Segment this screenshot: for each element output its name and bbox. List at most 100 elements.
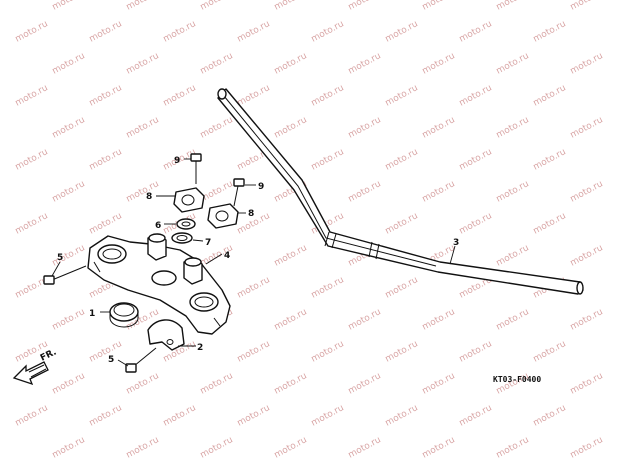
watermark-text: moto.ru: [384, 211, 420, 236]
watermark-text: moto.ru: [14, 403, 50, 428]
watermark-text: moto.ru: [199, 51, 235, 76]
watermark-text: moto.ru: [125, 371, 161, 396]
diagram-code: KT03-F0400: [493, 375, 541, 384]
watermark-text: moto.ru: [236, 339, 272, 364]
callout-9-upper: 9: [174, 156, 180, 166]
callout-2: 2: [197, 343, 203, 353]
watermark-text: moto.ru: [458, 19, 494, 44]
top-bridge[interactable]: [87, 233, 231, 335]
watermark-text: moto.ru: [51, 307, 87, 332]
watermark-text: moto.ru: [14, 83, 50, 108]
watermark-text: moto.ru: [495, 0, 531, 13]
callout-8-left: 8: [146, 192, 152, 202]
callout-3: 3: [453, 238, 459, 248]
watermark-text: moto.ru: [495, 243, 531, 268]
watermark-text: moto.ru: [384, 403, 420, 428]
watermark-text: moto.ru: [88, 339, 124, 364]
watermark-text: moto.ru: [199, 179, 235, 204]
watermark-text: moto.ru: [532, 339, 568, 364]
watermark-text: moto.ru: [569, 371, 605, 396]
callout-4: 4: [224, 251, 230, 261]
watermark-text: moto.ru: [458, 211, 494, 236]
watermark-text: moto.ru: [458, 403, 494, 428]
callout-7: 7: [205, 238, 211, 248]
watermark-text: moto.ru: [569, 115, 605, 140]
callout-6: 6: [155, 221, 161, 231]
washer-7[interactable]: [171, 232, 193, 244]
bolt-5-upper[interactable]: [43, 265, 87, 285]
watermark-text: moto.ru: [569, 435, 605, 460]
watermark-text: moto.ru: [310, 275, 346, 300]
watermark-text: moto.ru: [569, 179, 605, 204]
watermark-text: moto.ru: [347, 115, 383, 140]
watermark-text: moto.ru: [51, 115, 87, 140]
watermark-text: moto.ru: [236, 275, 272, 300]
watermark-text: moto.ru: [458, 339, 494, 364]
watermark-text: moto.ru: [88, 147, 124, 172]
bolt-9-upper[interactable]: [190, 153, 202, 184]
callout-5-upper: 5: [57, 253, 63, 263]
watermark-text: moto.ru: [569, 243, 605, 268]
watermark-text: moto.ru: [495, 307, 531, 332]
watermark-text: moto.ru: [421, 371, 457, 396]
watermark-text: moto.ru: [14, 147, 50, 172]
watermark-text: moto.ru: [421, 0, 457, 13]
watermark-text: moto.ru: [569, 51, 605, 76]
watermark-text: moto.ru: [88, 83, 124, 108]
watermark-text: moto.ru: [458, 83, 494, 108]
watermark-text: moto.ru: [384, 339, 420, 364]
watermark-text: moto.ru: [14, 19, 50, 44]
watermark-text: moto.ru: [310, 19, 346, 44]
watermark-text: moto.ru: [125, 179, 161, 204]
watermark-text: moto.ru: [532, 211, 568, 236]
callout-1: 1: [89, 309, 95, 319]
watermark-text: moto.ru: [162, 19, 198, 44]
watermark-text: moto.ru: [273, 435, 309, 460]
upper-holder-8-right[interactable]: [207, 203, 239, 229]
watermark-text: moto.ru: [569, 0, 605, 13]
watermark-text: moto.ru: [273, 115, 309, 140]
watermark-text: moto.ru: [421, 115, 457, 140]
watermark-text: moto.ru: [199, 435, 235, 460]
bolt-9-lower[interactable]: [233, 178, 245, 207]
watermark-text: moto.ru: [88, 211, 124, 236]
watermark-text: moto.ru: [273, 371, 309, 396]
watermark-text: moto.ru: [532, 147, 568, 172]
handlebar[interactable]: [217, 88, 584, 295]
watermark-text: moto.ru: [495, 115, 531, 140]
callout-5-lower: 5: [108, 355, 114, 365]
leader-lines: [51, 158, 456, 367]
watermark-text: moto.ru: [347, 0, 383, 13]
watermark-text: moto.ru: [495, 51, 531, 76]
watermark-text: moto.ru: [532, 19, 568, 44]
watermark-text: moto.ru: [532, 83, 568, 108]
watermark-text: moto.ru: [125, 51, 161, 76]
watermark-text: moto.ru: [347, 307, 383, 332]
nut-6[interactable]: [176, 218, 196, 230]
watermark-text: moto.ru: [384, 275, 420, 300]
watermark-text: moto.ru: [384, 83, 420, 108]
watermark-text: moto.ru: [199, 371, 235, 396]
guide-plate-2[interactable]: [147, 319, 185, 351]
watermark-text: moto.ru: [51, 51, 87, 76]
watermark-text: moto.ru: [310, 147, 346, 172]
watermark-text: moto.ru: [88, 19, 124, 44]
watermark-text: moto.ru: [125, 435, 161, 460]
watermark-text: moto.ru: [88, 403, 124, 428]
watermark-text: moto.ru: [421, 179, 457, 204]
watermark-text: moto.ru: [125, 0, 161, 13]
watermark-text: moto.ru: [310, 83, 346, 108]
watermark-text: moto.ru: [273, 243, 309, 268]
watermark-text: moto.ru: [384, 19, 420, 44]
watermark-text: moto.ru: [495, 435, 531, 460]
watermark-text: moto.ru: [199, 115, 235, 140]
bolt-5-lower[interactable]: [125, 347, 157, 373]
watermark-text: moto.ru: [162, 403, 198, 428]
watermark-text: moto.ru: [199, 0, 235, 13]
watermark-text: moto.ru: [236, 83, 272, 108]
upper-holder-8-left[interactable]: [173, 187, 205, 213]
watermark-text: moto.ru: [236, 403, 272, 428]
watermark-text: moto.ru: [495, 179, 531, 204]
watermark-text: moto.ru: [421, 435, 457, 460]
